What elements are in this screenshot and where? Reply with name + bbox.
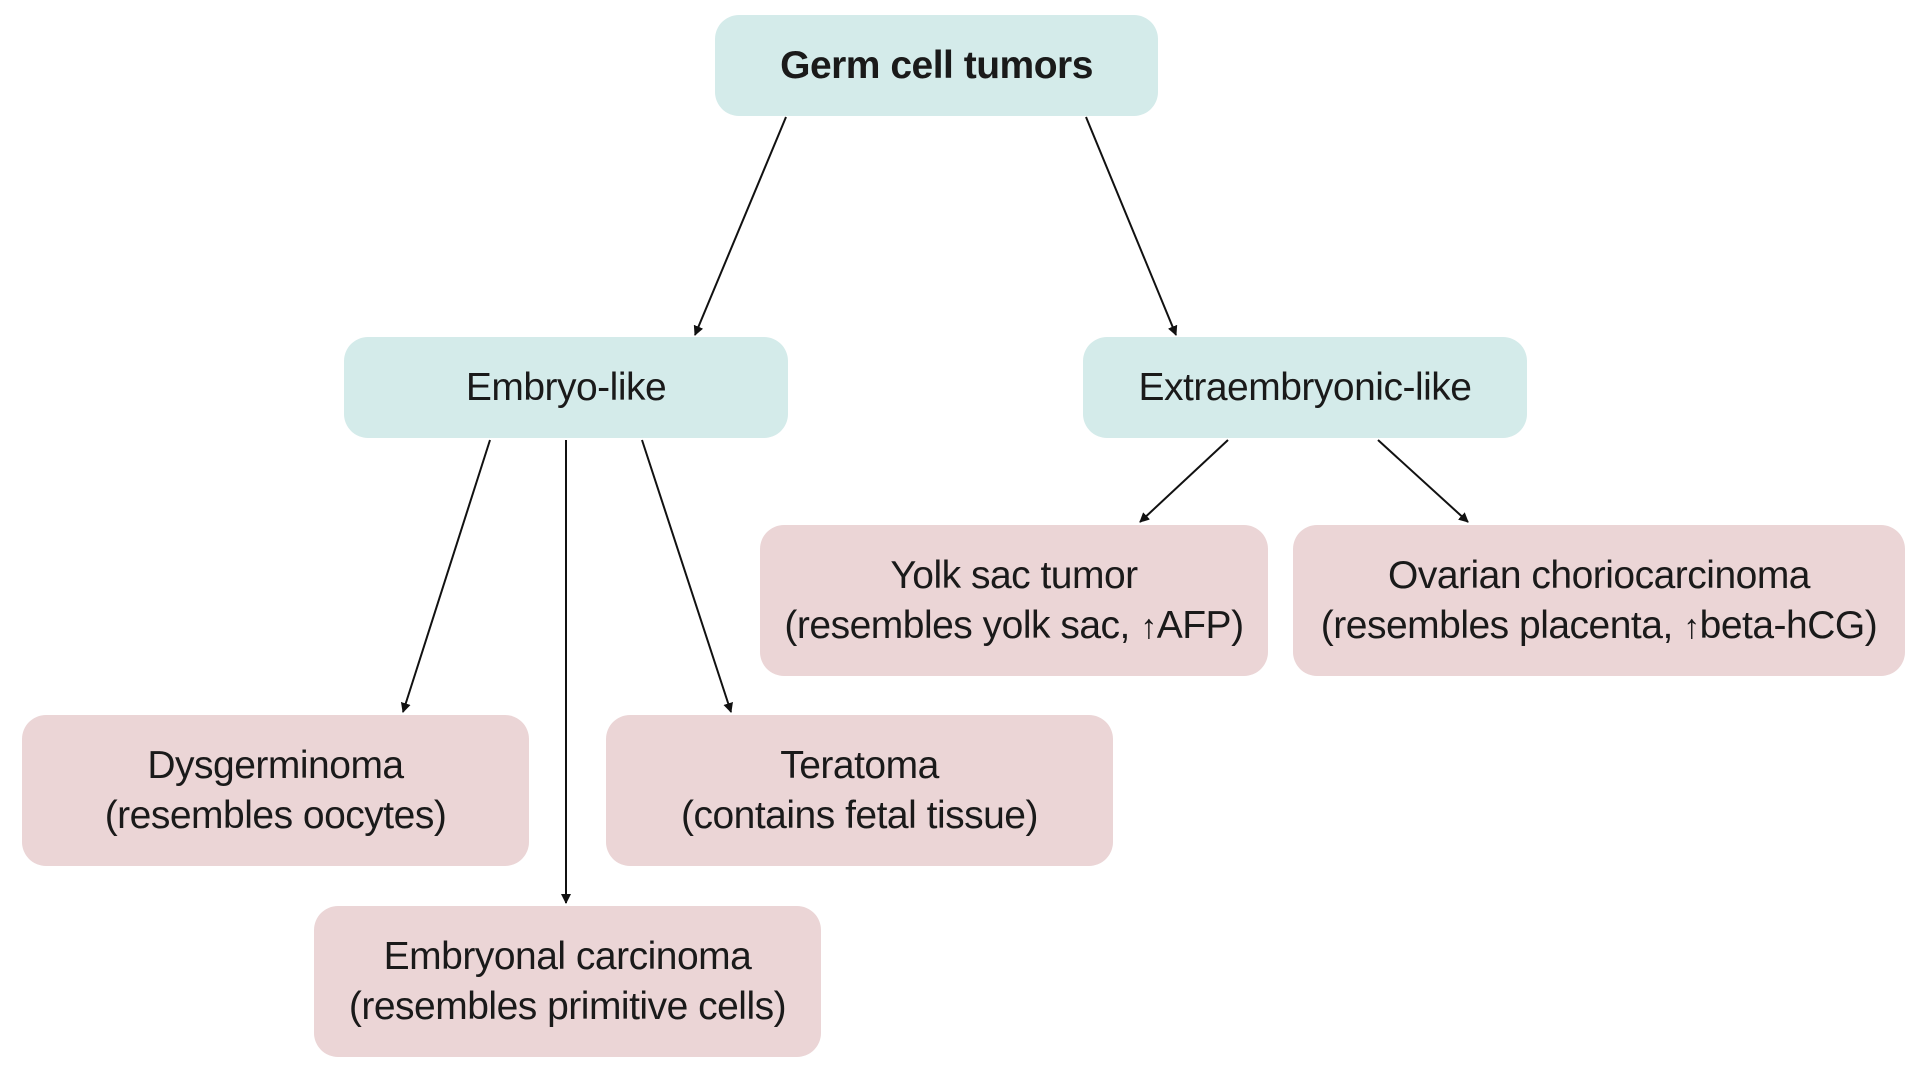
embryonal-carcinoma-name: Embryonal carcinoma — [383, 934, 752, 978]
arrow-root-to-embryo-like — [693, 116, 787, 336]
embryo-like-label: Embryo-like — [465, 365, 667, 409]
yolk-sac-tumor-node: Yolk sac tumor (resembles yolk sac, ↑AFP… — [760, 525, 1268, 676]
arrow-embryo-like-to-teratoma — [641, 439, 733, 713]
dysgerminoma-node: Dysgerminoma (resembles oocytes) — [22, 715, 529, 866]
arrow-extraembryonic-like-to-yolk-sac-tumor — [1139, 439, 1229, 523]
arrow-embryo-like-to-dysgerminoma — [400, 439, 491, 713]
ovarian-choriocarcinoma-name: Ovarian choriocarcinoma — [1387, 553, 1811, 597]
increase-arrow-icon: ↑ — [1140, 607, 1157, 646]
increase-arrow-icon: ↑ — [1683, 607, 1700, 646]
ovarian-choriocarcinoma-node: Ovarian choriocarcinoma (resembles place… — [1293, 525, 1905, 676]
afp-marker: AFP — [1156, 603, 1232, 647]
germ-cell-tumors-node: Germ cell tumors — [715, 15, 1158, 116]
yolk-sac-tumor-note: (resembles yolk sac, ↑AFP) — [784, 601, 1244, 651]
arrow-extraembryonic-like-to-choriocarcinoma — [1377, 439, 1469, 523]
arrow-root-to-extraembryonic-like — [1085, 116, 1178, 336]
teratoma-node: Teratoma (contains fetal tissue) — [606, 715, 1113, 866]
beta-hcg-marker: beta-hCG — [1699, 603, 1866, 647]
ovarian-choriocarcinoma-note: (resembles placenta, ↑beta-hCG) — [1320, 601, 1878, 651]
embryo-like-node: Embryo-like — [344, 337, 788, 438]
germ-cell-tumors-title: Germ cell tumors — [780, 43, 1093, 87]
extraembryonic-like-label: Extraembryonic-like — [1138, 365, 1472, 409]
teratoma-note: (contains fetal tissue) — [680, 793, 1039, 837]
embryonal-carcinoma-note: (resembles primitive cells) — [348, 984, 787, 1028]
yolk-sac-note-suffix: ) — [1231, 603, 1244, 647]
choriocarcinoma-note-prefix: (resembles placenta, — [1320, 603, 1684, 647]
dysgerminoma-note: (resembles oocytes) — [104, 793, 447, 837]
embryonal-carcinoma-node: Embryonal carcinoma (resembles primitive… — [314, 906, 821, 1057]
dysgerminoma-name: Dysgerminoma — [147, 743, 404, 787]
extraembryonic-like-node: Extraembryonic-like — [1083, 337, 1527, 438]
yolk-sac-tumor-name: Yolk sac tumor — [890, 553, 1138, 597]
teratoma-name: Teratoma — [780, 743, 939, 787]
yolk-sac-note-prefix: (resembles yolk sac, — [784, 603, 1141, 647]
choriocarcinoma-note-suffix: ) — [1864, 603, 1878, 647]
